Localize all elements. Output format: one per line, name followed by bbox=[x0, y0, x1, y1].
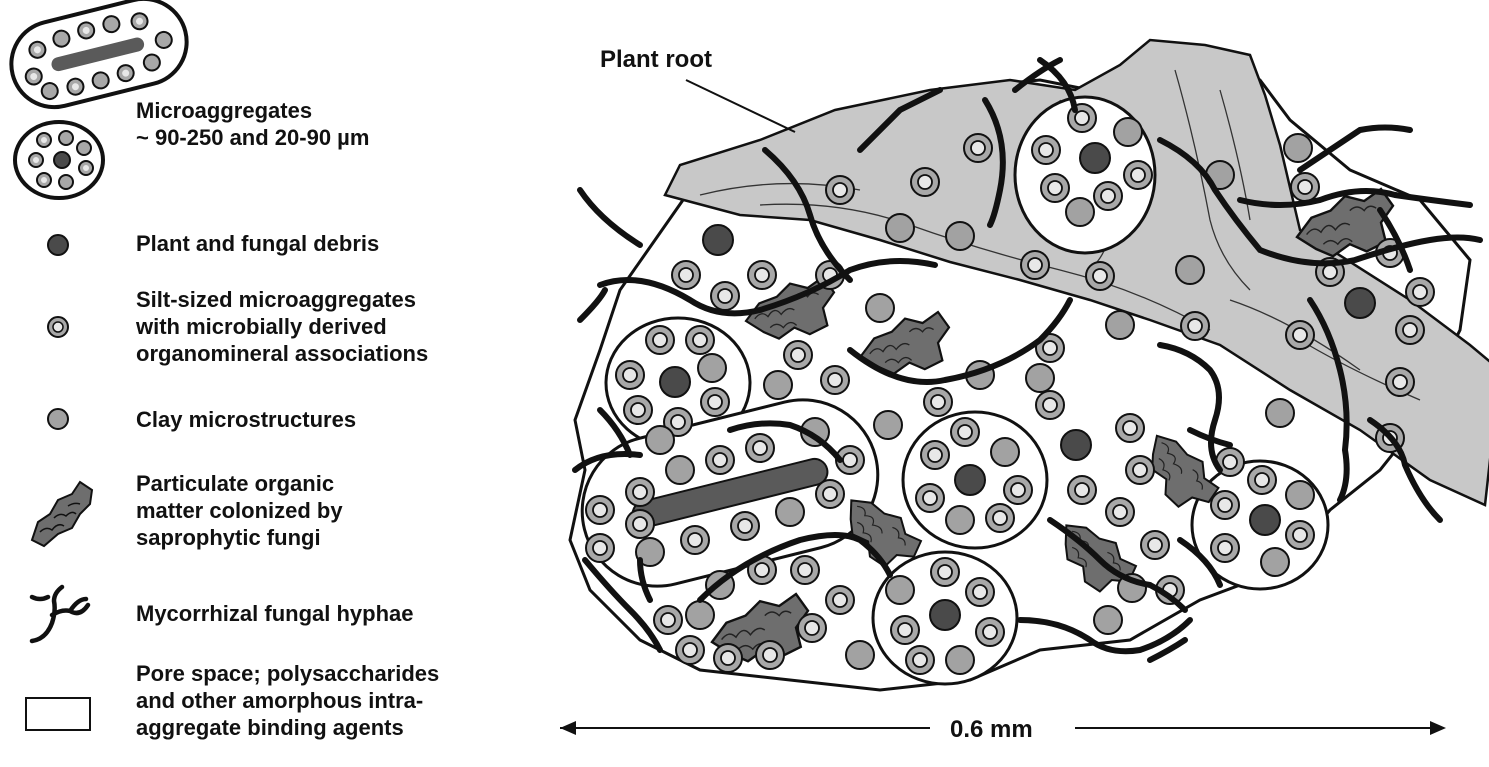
silt-microaggregate-icon bbox=[45, 314, 71, 340]
scale-bar-label: 0.6 mm bbox=[950, 716, 1033, 743]
legend-silt-label: Silt-sized microaggregates with microbia… bbox=[136, 286, 428, 367]
plant-root-leader bbox=[686, 80, 795, 132]
particulate-organic-matter-icon bbox=[20, 470, 110, 554]
legend: Microaggregates ~ 90-250 and 20-90 µm Pl… bbox=[0, 0, 560, 767]
fungal-hyphae-icon bbox=[18, 575, 100, 647]
legend-pore-label: Pore space; polysaccharides and other am… bbox=[136, 660, 439, 741]
debris-icon bbox=[45, 232, 71, 258]
pore-space-icon bbox=[24, 696, 94, 734]
clay-microstructure-icon bbox=[45, 406, 71, 432]
elongated-microaggregate-icon bbox=[0, 0, 200, 110]
legend-debris-label: Plant and fungal debris bbox=[136, 230, 379, 257]
legend-hyphae-label: Mycorrhizal fungal hyphae bbox=[136, 600, 414, 627]
round-microaggregate-icon bbox=[12, 118, 108, 202]
legend-microaggregates-label: Microaggregates ~ 90-250 and 20-90 µm bbox=[136, 97, 369, 151]
legend-pom-label: Particulate organic matter colonized by … bbox=[136, 470, 343, 551]
legend-clay-label: Clay microstructures bbox=[136, 406, 356, 433]
plant-root-label: Plant root bbox=[600, 46, 712, 73]
soil-aggregate-diagram: Plant root 0.6 mm bbox=[540, 0, 1489, 767]
